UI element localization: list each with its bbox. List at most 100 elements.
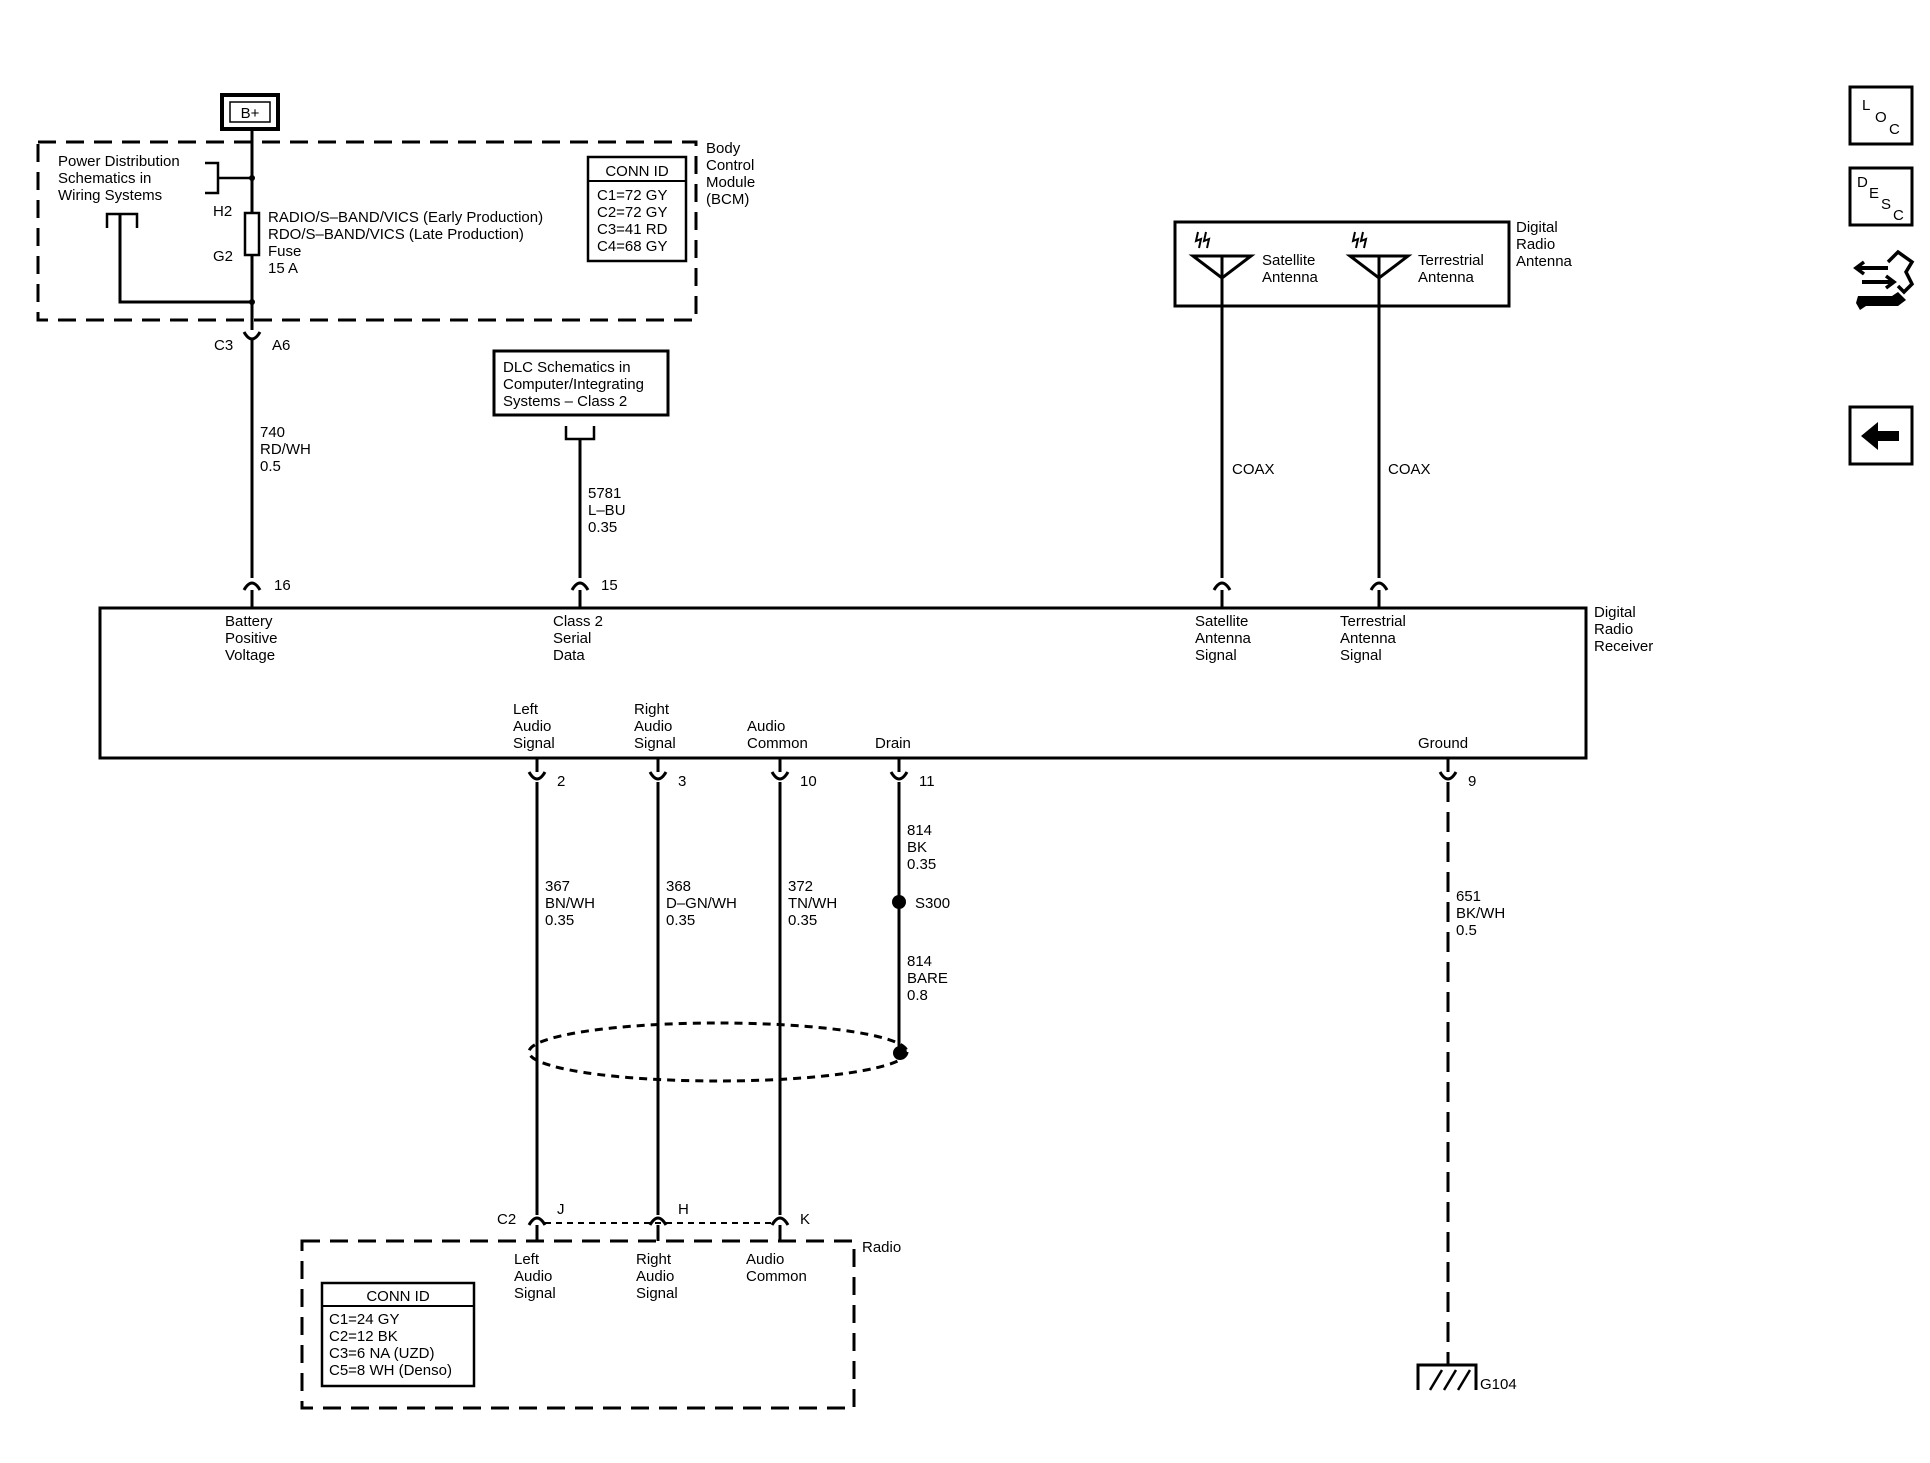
wire-label-line: TN/WH [788, 895, 837, 912]
pin-label-line: Audio [514, 1268, 552, 1285]
pds-ref-line: Schematics in [58, 170, 151, 187]
antenna-label-line: Satellite [1262, 252, 1315, 269]
receiver-name-line: Receiver [1594, 638, 1653, 655]
radio-name: Radio [862, 1239, 901, 1256]
wire-label-line: BK [907, 839, 927, 856]
terrestrial-antenna-icon [1345, 231, 1413, 280]
pds-ref-line: Power Distribution [58, 153, 180, 170]
pin-label-line: Signal [514, 1285, 556, 1302]
battery-positive-terminal: B+ [220, 93, 280, 131]
wire-label-line: 814 [907, 953, 932, 970]
digital-radio-receiver-box [98, 606, 1588, 760]
pin-label-line: Signal [1340, 647, 1382, 664]
pin-label-line: Terrestrial [1340, 613, 1406, 630]
wire-372-label: 372 TN/WH 0.35 [788, 878, 837, 929]
wire-label-line: 0.8 [907, 987, 928, 1004]
antenna-name: Digital Radio Antenna [1516, 219, 1573, 270]
receiver-name-line: Radio [1594, 621, 1633, 638]
wire-label-line: 0.35 [545, 912, 574, 929]
pds-bracket-top [205, 161, 220, 195]
label-audio-common: Audio Common [747, 718, 808, 752]
pin-label-line: Right [634, 701, 670, 718]
pin-label-line: Audio [746, 1251, 784, 1268]
conn-id-row: C2=72 GY [597, 204, 667, 221]
fuse-symbol [243, 211, 261, 257]
pin-label-line: Left [514, 1251, 540, 1268]
back-arrow-icon [1861, 422, 1899, 450]
pin-9-label: 9 [1468, 773, 1476, 790]
desc-letter: D [1857, 174, 1868, 191]
bcm-splice-bottom [249, 299, 255, 305]
conn-id-row: C3=41 RD [597, 221, 668, 238]
connector-pin-16 [242, 581, 262, 591]
wire-651-label: 651 BK/WH 0.5 [1456, 888, 1505, 939]
pds-bracket-bottom [105, 212, 139, 228]
connector-c3-a6 [242, 331, 262, 341]
fuse-label-line: Fuse [268, 243, 301, 260]
radio-pin-k-label: K [800, 1211, 810, 1228]
bcm-name-line: Module [706, 174, 755, 191]
wire-label-line: 367 [545, 878, 570, 895]
wire-label-line: BARE [907, 970, 948, 987]
label-left-audio-signal: Left Audio Signal [513, 701, 555, 752]
pin-label-line: Signal [634, 735, 676, 752]
wire-label-line: D–GN/WH [666, 895, 737, 912]
back-arrow-button[interactable] [1848, 405, 1914, 466]
receiver-name: Digital Radio Receiver [1594, 604, 1653, 655]
dlc-line: DLC Schematics in [503, 359, 631, 376]
loc-button[interactable]: L O C [1848, 85, 1914, 146]
pin-label-line: Class 2 [553, 613, 603, 630]
pds-ref-line: Wiring Systems [58, 187, 162, 204]
bplus-label: B+ [241, 105, 260, 122]
satellite-antenna-label: Satellite Antenna [1262, 252, 1319, 286]
pin-label-line: Antenna [1340, 630, 1397, 647]
radio-label-left-audio-signal: Left Audio Signal [514, 1251, 556, 1302]
conn-id-row: C1=24 GY [329, 1311, 399, 1328]
radio-conn-id-table: CONN ID C1=24 GY C2=12 BK C3=6 NA (UZD) … [320, 1281, 476, 1388]
wire-label-line: 740 [260, 424, 285, 441]
wire-814-bare-label: 814 BARE 0.8 [907, 953, 948, 1004]
pin-label-line: Common [747, 735, 808, 752]
wire-814-bk-label: 814 BK 0.35 [907, 822, 936, 873]
conn-id-title: CONN ID [605, 163, 669, 180]
wire-label-line: 0.35 [788, 912, 817, 929]
pin-label-line: Audio [634, 718, 672, 735]
loc-letter: O [1875, 109, 1887, 126]
bcm-box [36, 140, 698, 322]
pin-label-line: Left [513, 701, 539, 718]
connector-pin-9 [1438, 771, 1458, 781]
connector-c3-label: C3 [214, 337, 233, 354]
pin-label-line: Signal [636, 1285, 678, 1302]
wire-label-line: BN/WH [545, 895, 595, 912]
dlc-reference-box: DLC Schematics in Computer/Integrating S… [492, 349, 670, 417]
conn-id-row: C3=6 NA (UZD) [329, 1345, 434, 1362]
power-distribution-reference: Power Distribution Schematics in Wiring … [58, 153, 180, 204]
label-battery-positive-voltage: Battery Positive Voltage [225, 613, 278, 664]
wire-label-line: 0.5 [260, 458, 281, 475]
desc-button[interactable]: D E S C [1848, 166, 1914, 227]
ground-g104-label: G104 [1480, 1376, 1517, 1393]
wire-label-line: 372 [788, 878, 813, 895]
dlc-bracket [564, 426, 596, 441]
bcm-name-line: Control [706, 157, 754, 174]
pin-label-line: Right [636, 1251, 672, 1268]
wire-label-line: RD/WH [260, 441, 311, 458]
receiver-name-line: Digital [1594, 604, 1636, 621]
shield-drain-splice [893, 1046, 907, 1060]
connector-wrench-icon[interactable] [1853, 249, 1915, 310]
pin-a6-label: A6 [272, 337, 290, 354]
conn-id-row: C2=12 BK [329, 1328, 398, 1345]
wire-740-label: 740 RD/WH 0.5 [260, 424, 311, 475]
radio-box [300, 1239, 856, 1410]
pin-label-line: Serial [553, 630, 591, 647]
wire-label-line: 5781 [588, 485, 621, 502]
fuse-label-line: 15 A [268, 260, 298, 277]
pin-label-line: Data [553, 647, 585, 664]
wire-label-line: L–BU [588, 502, 626, 519]
pin-15-label: 15 [601, 577, 618, 594]
radio-label-right-audio-signal: Right Audio Signal [636, 1251, 678, 1302]
wire-label-line: 368 [666, 878, 691, 895]
pin-16-label: 16 [274, 577, 291, 594]
wire-label-line: 0.35 [588, 519, 617, 536]
antenna-name-line: Digital [1516, 219, 1558, 236]
